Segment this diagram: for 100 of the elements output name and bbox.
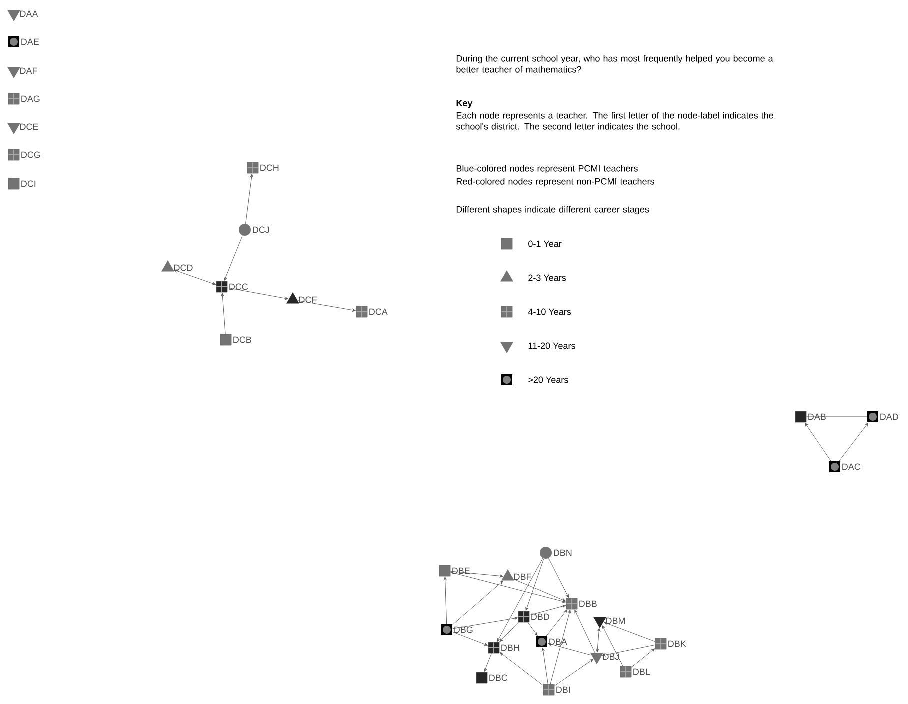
- grid-square-node: DBL: [620, 666, 650, 678]
- node-label: DCI: [22, 180, 36, 188]
- node-label: DBD: [532, 614, 550, 620]
- node-label: DCE: [20, 124, 38, 130]
- node-label: DAD: [880, 414, 898, 420]
- node-label: DCG: [22, 152, 40, 158]
- square-node: DCB: [220, 334, 252, 346]
- triangle-node: DBF: [502, 570, 532, 581]
- node-label: DAC: [842, 464, 861, 470]
- grid-square-node: DAG: [8, 93, 40, 105]
- arrow: [542, 648, 548, 685]
- arrow: [546, 610, 568, 637]
- grid-square-node: DBD: [518, 611, 550, 623]
- arrow: [500, 652, 544, 686]
- square-node: DBC: [476, 672, 508, 684]
- node-label: DAF: [20, 68, 38, 74]
- arrow: [514, 579, 566, 602]
- node-label: DBH: [502, 644, 520, 652]
- arrow: [804, 422, 832, 462]
- arrow: [298, 300, 356, 312]
- circle-node: DCJ: [239, 224, 270, 236]
- node-label: DBI: [556, 686, 570, 694]
- node-label: DBF: [514, 574, 532, 580]
- legend-label: 4-10 Years: [528, 308, 572, 316]
- legend-label: >20 Years: [528, 376, 568, 384]
- node-label: DAA: [20, 10, 38, 18]
- circle-square-node: DAC: [830, 462, 861, 472]
- down-triangle-node: DBM: [594, 617, 626, 628]
- arrow: [548, 558, 570, 598]
- arrow: [548, 643, 592, 656]
- arrow: [528, 622, 538, 636]
- grid-square-node: DBI: [543, 684, 570, 696]
- triangle-node: DCF: [286, 292, 317, 304]
- node-label: DCF: [300, 296, 317, 304]
- grid-square-node: DBH: [488, 642, 520, 654]
- square-node: DCI: [8, 178, 36, 190]
- grid-square-node: DCA: [356, 306, 388, 318]
- node-label: DAG: [22, 96, 40, 102]
- grid-square-node: DBK: [655, 638, 686, 650]
- grid-square-node: DCH: [247, 162, 279, 174]
- square-node: DAB: [795, 411, 826, 423]
- arrow: [574, 610, 596, 654]
- key-text: Key: [456, 100, 473, 108]
- node-label: DCB: [234, 336, 252, 344]
- arrow: [604, 622, 656, 642]
- arrow: [224, 236, 243, 281]
- arrow: [631, 648, 656, 668]
- question-title: During the current school year, who has most frequently helped you become a better teacher of mathematics?: [456, 55, 774, 73]
- key-text: Blue-colored nodes represent PCMI teachers: [456, 165, 638, 174]
- node-label: DBJ: [604, 654, 620, 660]
- arrow: [500, 622, 519, 642]
- arrow: [444, 577, 448, 625]
- legend-label: 0-1 Year: [528, 240, 562, 248]
- down-triangle-node: DAA: [8, 10, 38, 22]
- arrow: [497, 558, 544, 642]
- grid-square-node: DBB: [566, 598, 597, 610]
- down-triangle-node: DAF: [8, 67, 38, 78]
- legend-label: 11-20 Years: [528, 342, 576, 350]
- circle-node: DBN: [540, 547, 572, 559]
- node-label: DCC: [230, 284, 248, 290]
- circle-square-node: DBA: [536, 636, 568, 648]
- node-label: DBK: [668, 640, 686, 648]
- node-label: DCH: [260, 164, 279, 172]
- down-triangle-node: DCE: [8, 123, 38, 134]
- arrow: [484, 653, 492, 672]
- node-label: DBA: [550, 638, 568, 646]
- arrow: [452, 632, 488, 646]
- node-label: DAE: [22, 38, 40, 46]
- node-label: DBN: [554, 550, 572, 556]
- arrow: [602, 626, 624, 667]
- node-label: DBC: [490, 674, 508, 682]
- arrow: [221, 293, 226, 335]
- legend-label: 2-3 Years: [528, 274, 566, 282]
- circle-square-node: DBG: [442, 624, 473, 636]
- node-label: DBM: [606, 618, 626, 624]
- key-text: Different shapes indicate different career stages: [456, 206, 650, 215]
- arrow: [246, 174, 254, 224]
- arrow: [526, 558, 544, 611]
- arrow: [602, 644, 656, 657]
- node-label: DBG: [454, 626, 473, 634]
- node-label: DCA: [370, 308, 388, 316]
- arrow: [529, 605, 566, 616]
- arrow: [596, 628, 601, 653]
- arrow: [452, 617, 518, 630]
- node-label: DBL: [634, 668, 650, 676]
- node-label: DAB: [808, 414, 826, 420]
- grid-square-node: DCG: [8, 149, 40, 161]
- key-text: Red-colored nodes represent non-PCMI teachers: [456, 178, 654, 187]
- circle-square-node: DAE: [8, 36, 40, 48]
- arrow: [450, 572, 566, 604]
- arrow: [554, 659, 594, 686]
- node-label: DBB: [580, 600, 597, 608]
- arrow: [452, 581, 504, 626]
- node-label: DCD: [174, 264, 193, 272]
- down-triangle-node: DBJ: [590, 653, 620, 664]
- arrow: [550, 610, 571, 685]
- triangle-node: DCD: [162, 260, 193, 272]
- key-text: Each node represents a teacher. The first letter of the node-label indicates the school's district. The second letter indicates the school.: [456, 112, 774, 130]
- circle-square-node: DAD: [868, 412, 898, 422]
- arrow: [839, 422, 869, 462]
